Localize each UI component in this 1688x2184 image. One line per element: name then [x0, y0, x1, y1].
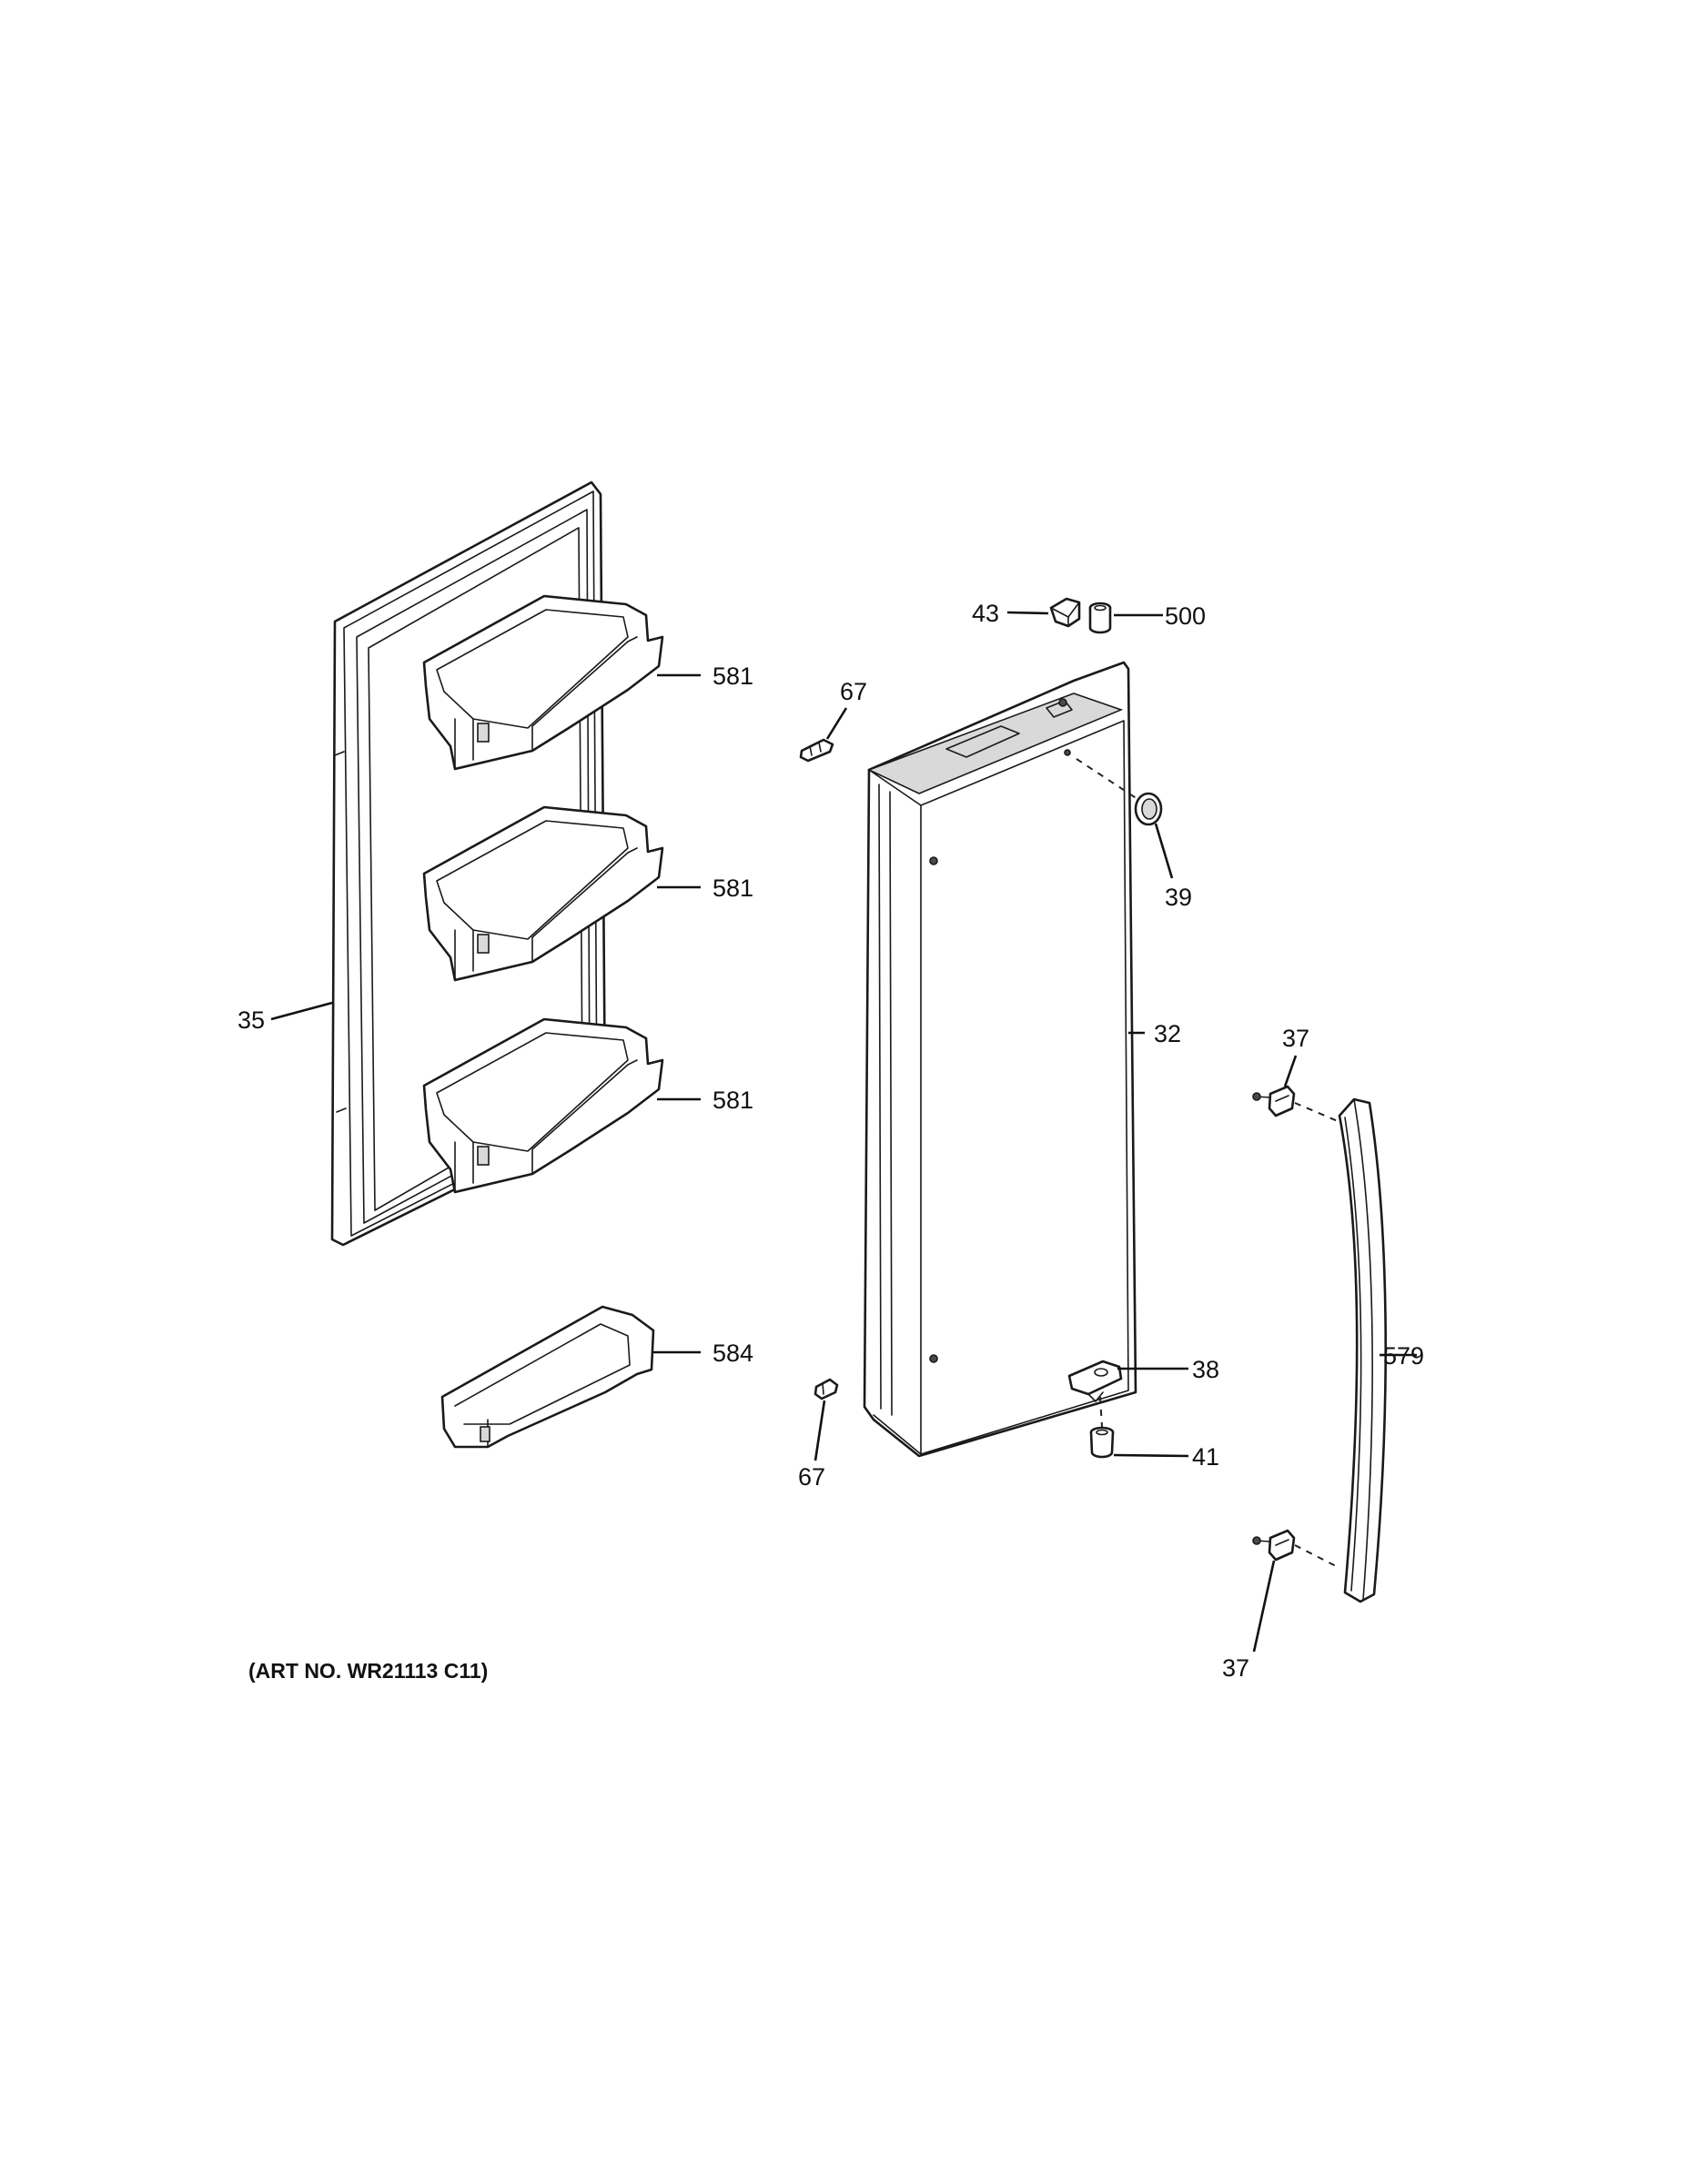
callout-43[interactable]: 43 — [972, 600, 999, 627]
callout-32[interactable]: 32 — [1154, 1020, 1181, 1047]
callout-39[interactable]: 39 — [1165, 884, 1192, 911]
door-clip-upper[interactable] — [799, 738, 834, 763]
hinge-bushing-bottom[interactable] — [1089, 1426, 1115, 1459]
door-clip-lower[interactable] — [814, 1378, 839, 1400]
callout-581-top[interactable]: 581 — [713, 662, 753, 690]
callout-35[interactable]: 35 — [238, 1006, 265, 1034]
callout-37-upper[interactable]: 37 — [1282, 1025, 1309, 1052]
callout-67-upper[interactable]: 67 — [840, 678, 867, 705]
callout-labels: 35 581 581 581 584 67 67 43 500 39 32 37… — [238, 600, 1424, 1682]
door-handle[interactable] — [1338, 1097, 1388, 1603]
callout-67-lower[interactable]: 67 — [798, 1463, 825, 1491]
refrigerator-door[interactable] — [863, 661, 1137, 1458]
handle-bracket-upper[interactable] — [1252, 1085, 1296, 1117]
callout-584[interactable]: 584 — [713, 1340, 753, 1367]
callout-37-lower[interactable]: 37 — [1222, 1654, 1249, 1682]
callout-581-bottom[interactable]: 581 — [713, 1087, 753, 1114]
door-bin-middle[interactable] — [422, 805, 664, 982]
hinge-cam[interactable] — [1049, 597, 1081, 628]
door-bin-bottom[interactable] — [422, 1017, 664, 1194]
callout-581-middle[interactable]: 581 — [713, 875, 753, 902]
callout-500[interactable]: 500 — [1165, 602, 1206, 630]
door-bin-top[interactable] — [422, 594, 664, 771]
art-number: (ART NO. WR21113 C11) — [248, 1659, 488, 1683]
callout-41[interactable]: 41 — [1192, 1443, 1219, 1471]
callout-38[interactable]: 38 — [1192, 1356, 1219, 1383]
handle-bracket-lower[interactable] — [1252, 1529, 1296, 1562]
hinge-bushing-top[interactable] — [1088, 602, 1112, 634]
hinge-plug[interactable] — [1134, 792, 1163, 826]
alignment-lines — [1076, 758, 1339, 1568]
door-bin-small[interactable] — [440, 1305, 655, 1449]
bottom-hinge[interactable] — [1067, 1360, 1123, 1402]
leader-lines — [270, 611, 1417, 1653]
callout-579[interactable]: 579 — [1383, 1342, 1424, 1370]
